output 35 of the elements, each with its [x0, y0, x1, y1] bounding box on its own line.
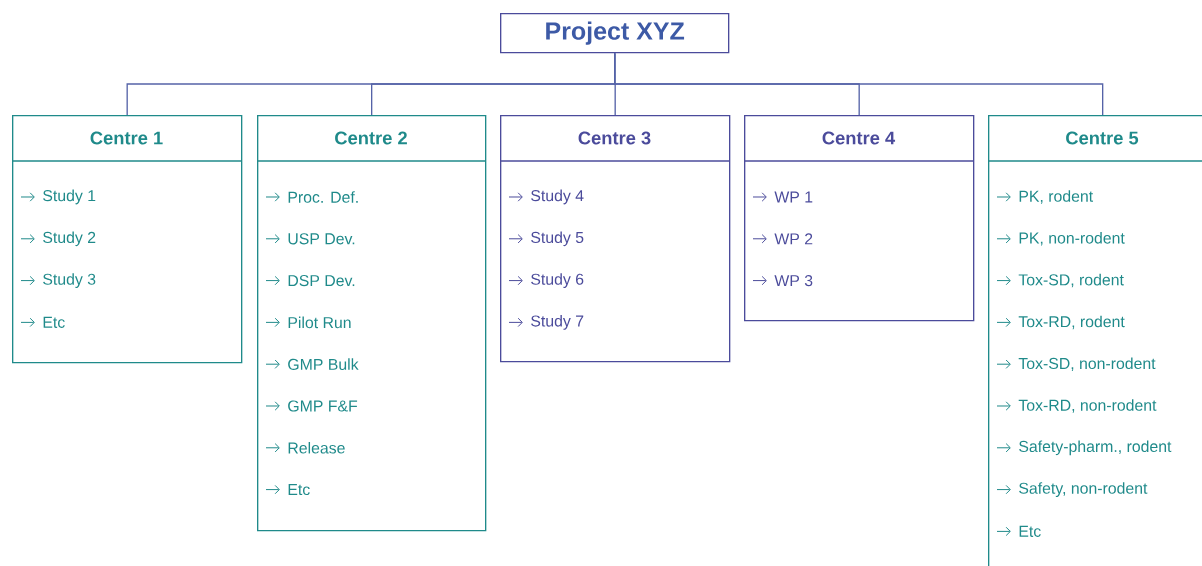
list-item: Tox-SD, non-rodent: [1018, 357, 1156, 371]
list-item: Study 1: [43, 189, 96, 205]
list-item: Etc: [1019, 525, 1041, 537]
list-item: GMP Bulk: [288, 358, 359, 370]
centre-box: Centre 5 PK, rodent PK, non-rodent Tox-SD, rodent Tox-RD, rodent Tox-SD, non-rodent Tox-RD, non-rodent Safety-pharm., rodent Safety, non-rodent Etc: [987, 115, 1202, 566]
list-item: Study 7: [531, 315, 584, 330]
connector-line: [614, 52, 1104, 116]
list-item: Etc: [288, 484, 310, 496]
list-item: Study 5: [531, 231, 584, 247]
centre-box: Centre 1 Study 1 Study 2 Study 3 Etc: [11, 115, 243, 364]
list-item: WP 3: [774, 275, 813, 287]
list-item: Release: [288, 442, 345, 454]
centre-box: Centre 4 WP 1 WP 2 WP 3: [743, 115, 975, 322]
list-item: Study 2: [43, 231, 96, 247]
list-item: Proc. Def.: [288, 191, 358, 203]
list-item: Safety-pharm., rodent: [1019, 440, 1172, 456]
list-item: Tox-RD, non-rodent: [1018, 399, 1157, 413]
list-item: WP 2: [774, 233, 813, 245]
list-item: Etc: [43, 316, 65, 328]
centre-box: Centre 3 Study 4 Study 5 Study 6 Study 7: [499, 115, 731, 363]
list-item: Pilot Run: [288, 316, 351, 329]
list-item: DSP Dev.: [288, 275, 355, 287]
list-item: Safety, non-rodent: [1019, 482, 1148, 497]
list-item: Tox-RD, rodent: [1018, 315, 1125, 330]
title-box: Project XYZ: [500, 13, 730, 54]
centre-box: Centre 2 Proc. Def. USP Dev. DSP Dev. Pilot Run GMP Bulk GMP F&F Release Etc: [256, 115, 487, 532]
list-item: PK, rodent: [1019, 190, 1093, 204]
list-item: GMP F&F: [288, 400, 358, 412]
list-item: Study 4: [531, 189, 584, 205]
list-item: Tox-SD, rodent: [1018, 273, 1124, 288]
list-item: Study 6: [531, 273, 584, 288]
list-item: Study 3: [43, 273, 96, 288]
list-item: WP 1: [774, 191, 813, 203]
list-item: USP Dev.: [288, 233, 355, 245]
list-item: PK, non-rodent: [1019, 232, 1125, 246]
